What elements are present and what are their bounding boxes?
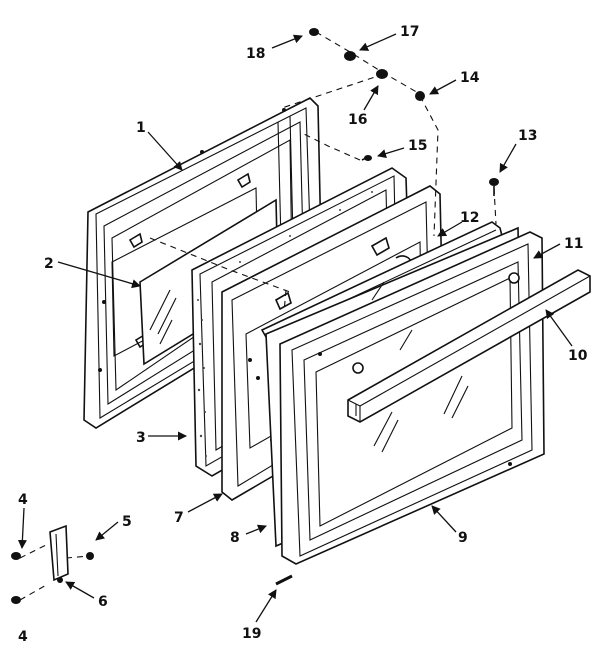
screw-4b-icon — [11, 596, 21, 604]
leader-lines — [17, 33, 573, 623]
nut-16-icon — [376, 69, 388, 79]
part-label-10: 10 — [568, 348, 588, 364]
hinge-bracket-icon — [49, 524, 94, 583]
part-label-3: 3 — [136, 430, 146, 446]
screw-13-icon — [489, 178, 499, 196]
part-label-6: 6 — [98, 594, 108, 610]
part-label-16: 16 — [348, 112, 367, 128]
part-label-15: 15 — [408, 138, 427, 154]
part-label-4a: 4 — [18, 492, 28, 508]
part-label-13: 13 — [518, 128, 537, 144]
part-label-9: 9 — [458, 530, 468, 546]
hardware-parts — [11, 28, 499, 604]
part-label-2: 2 — [44, 256, 54, 272]
part-label-14: 14 — [460, 70, 480, 86]
part-label-18: 18 — [246, 46, 265, 62]
part-label-8: 8 — [230, 530, 240, 546]
part-label-19: 19 — [242, 626, 261, 642]
screw-18-icon — [309, 28, 319, 36]
handle-screws — [352, 272, 520, 374]
clip-19-icon — [275, 574, 293, 586]
nut-17-icon — [344, 51, 356, 61]
assembly-dashed-lines — [19, 31, 497, 601]
part-label-4b: 4 — [18, 629, 28, 645]
part-label-7: 7 — [174, 510, 184, 526]
door-handle — [347, 269, 591, 423]
part-number-labels: 1 2 3 4 4 5 6 7 8 9 10 11 12 13 14 15 16… — [18, 24, 588, 645]
screw-4a-icon — [11, 552, 21, 560]
screw-15-icon — [361, 155, 372, 161]
part-label-11: 11 — [564, 236, 583, 252]
part-label-1: 1 — [136, 120, 146, 136]
part-label-5: 5 — [122, 514, 132, 530]
part-label-12: 12 — [460, 210, 479, 226]
screw-14-icon — [415, 91, 425, 101]
outer-door-frame — [279, 231, 545, 565]
insulation-speckle — [197, 191, 399, 457]
part-label-17: 17 — [400, 24, 419, 40]
